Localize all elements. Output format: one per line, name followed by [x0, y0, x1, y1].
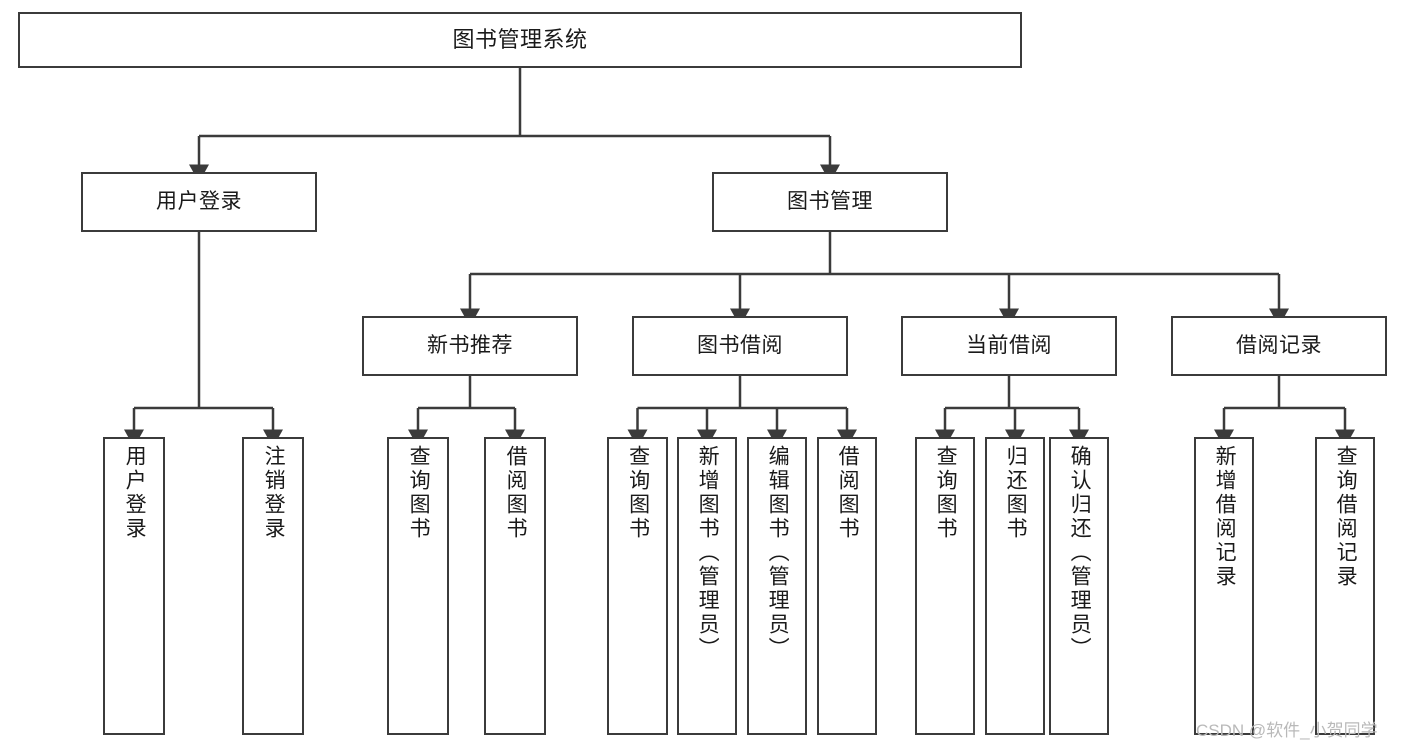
node-label: 编辑图书（管理员） [766, 445, 790, 661]
node-label: 新增图书（管理员） [696, 445, 720, 661]
node-label: 图书管理 [787, 190, 873, 214]
node-leaf-query-book-3[interactable]: 查询图书 [915, 437, 975, 735]
node-leaf-query-book-2[interactable]: 查询图书 [607, 437, 668, 735]
node-label: 归还图书 [1004, 445, 1028, 541]
node-leaf-confirm-return-admin[interactable]: 确认归还（管理员） [1049, 437, 1109, 735]
node-label: 借阅记录 [1236, 334, 1322, 358]
node-leaf-borrow-book-2[interactable]: 借阅图书 [817, 437, 877, 735]
node-leaf-return-book[interactable]: 归还图书 [985, 437, 1045, 735]
edges [124, 68, 1355, 448]
node-l3-book-borrow[interactable]: 图书借阅 [632, 316, 848, 376]
node-label: 借阅图书 [504, 445, 528, 541]
node-label: 新书推荐 [427, 334, 513, 358]
node-l3-current-borrow[interactable]: 当前借阅 [901, 316, 1117, 376]
node-l3-new-book-rec[interactable]: 新书推荐 [362, 316, 578, 376]
node-leaf-add-book-admin[interactable]: 新增图书（管理员） [677, 437, 737, 735]
node-label: 用户登录 [156, 190, 242, 214]
node-label: 借阅图书 [836, 445, 860, 541]
node-label: 用户登录 [123, 445, 147, 541]
node-root[interactable]: 图书管理系统 [18, 12, 1022, 68]
node-label: 当前借阅 [966, 334, 1052, 358]
node-label: 注销登录 [262, 445, 286, 541]
node-label: 图书管理系统 [452, 26, 588, 52]
node-label: 查询图书 [934, 445, 958, 541]
node-label: 确认归还（管理员） [1068, 445, 1092, 661]
node-label: 查询图书 [407, 445, 431, 541]
node-l3-borrow-record[interactable]: 借阅记录 [1171, 316, 1387, 376]
node-l2-user-login[interactable]: 用户登录 [81, 172, 317, 232]
node-leaf-user-login[interactable]: 用户登录 [103, 437, 165, 735]
node-leaf-query-borrow-record[interactable]: 查询借阅记录 [1315, 437, 1375, 735]
node-leaf-edit-book-admin[interactable]: 编辑图书（管理员） [747, 437, 807, 735]
node-leaf-query-book-1[interactable]: 查询图书 [387, 437, 449, 735]
node-label: 查询借阅记录 [1334, 445, 1358, 589]
node-leaf-add-borrow-record[interactable]: 新增借阅记录 [1194, 437, 1254, 735]
node-l2-book-mgmt[interactable]: 图书管理 [712, 172, 948, 232]
watermark-text: CSDN @软件_小贺同学 [1196, 721, 1378, 740]
node-label: 新增借阅记录 [1213, 445, 1237, 589]
node-label: 图书借阅 [697, 334, 783, 358]
node-label: 查询图书 [626, 445, 650, 541]
node-leaf-borrow-book-1[interactable]: 借阅图书 [484, 437, 546, 735]
node-leaf-user-logout[interactable]: 注销登录 [242, 437, 304, 735]
